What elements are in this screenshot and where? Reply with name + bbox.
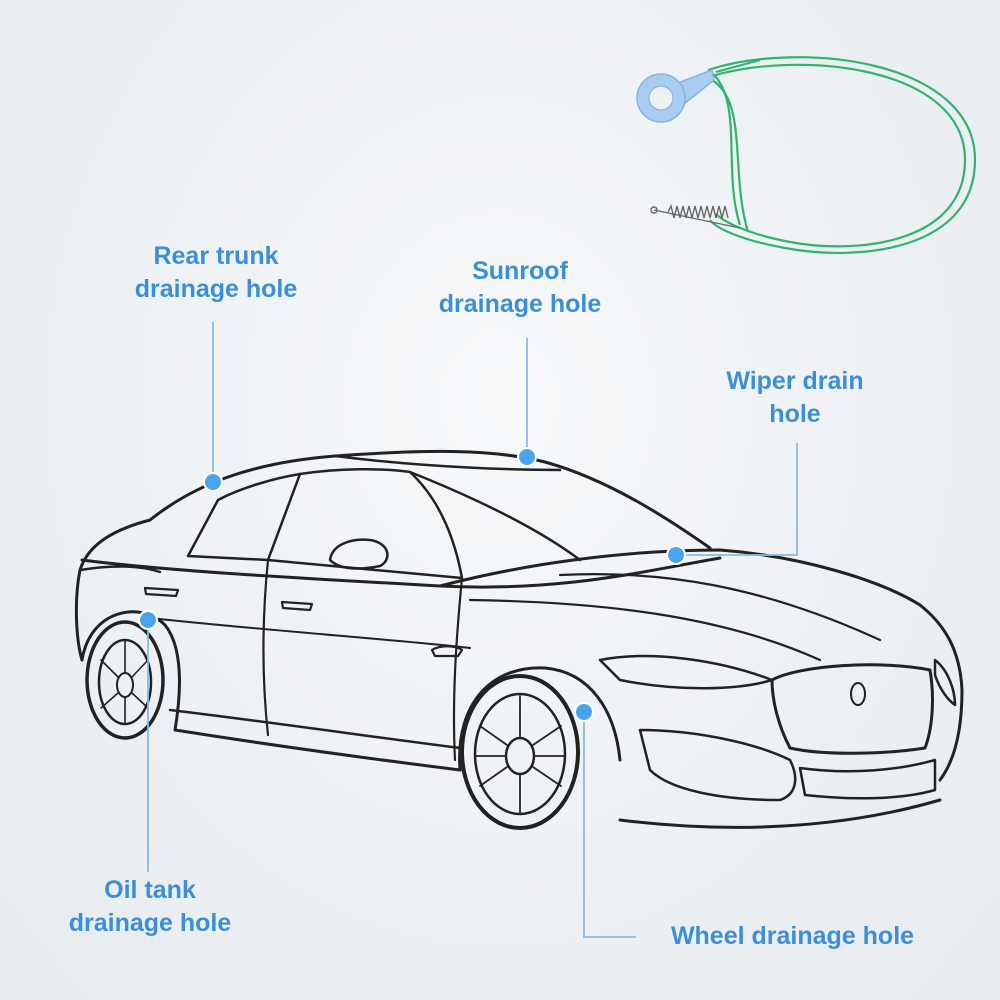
leader-line-wheel	[583, 712, 636, 938]
marker-rear-trunk	[203, 472, 223, 492]
label-wheel-line1: Wheel drainage hole	[670, 922, 915, 950]
marker-sunroof	[517, 447, 537, 467]
label-rear-trunk-line2: drainage hole	[134, 275, 298, 303]
marker-wheel	[574, 702, 594, 722]
label-oil-tank-line1: Oil tank	[104, 876, 196, 904]
label-sunroof-line1: Sunroof	[472, 257, 568, 285]
label-wheel-drainage-hole: Wheel drainage hole	[640, 920, 945, 953]
marker-wiper	[666, 545, 686, 565]
sedan-car-outline-icon	[74, 449, 964, 830]
label-wiper-line1: Wiper drain	[726, 367, 864, 395]
label-oil-tank-line2: drainage hole	[68, 909, 232, 937]
label-wiper-line2: hole	[769, 400, 821, 428]
label-rear-trunk-line1: Rear trunk	[153, 242, 279, 270]
label-oil-tank-drainage-hole: Oil tank drainage hole	[40, 874, 260, 940]
label-wiper-drain-hole: Wiper drain hole	[695, 365, 895, 431]
drain-cleaning-tool-icon	[636, 56, 977, 254]
leader-line-wiper	[676, 443, 798, 556]
label-sunroof-drainage-hole: Sunroof drainage hole	[410, 255, 630, 321]
label-sunroof-line2: drainage hole	[438, 290, 602, 318]
label-rear-trunk-drainage-hole: Rear trunk drainage hole	[106, 240, 326, 306]
marker-oil-tank	[138, 610, 158, 630]
